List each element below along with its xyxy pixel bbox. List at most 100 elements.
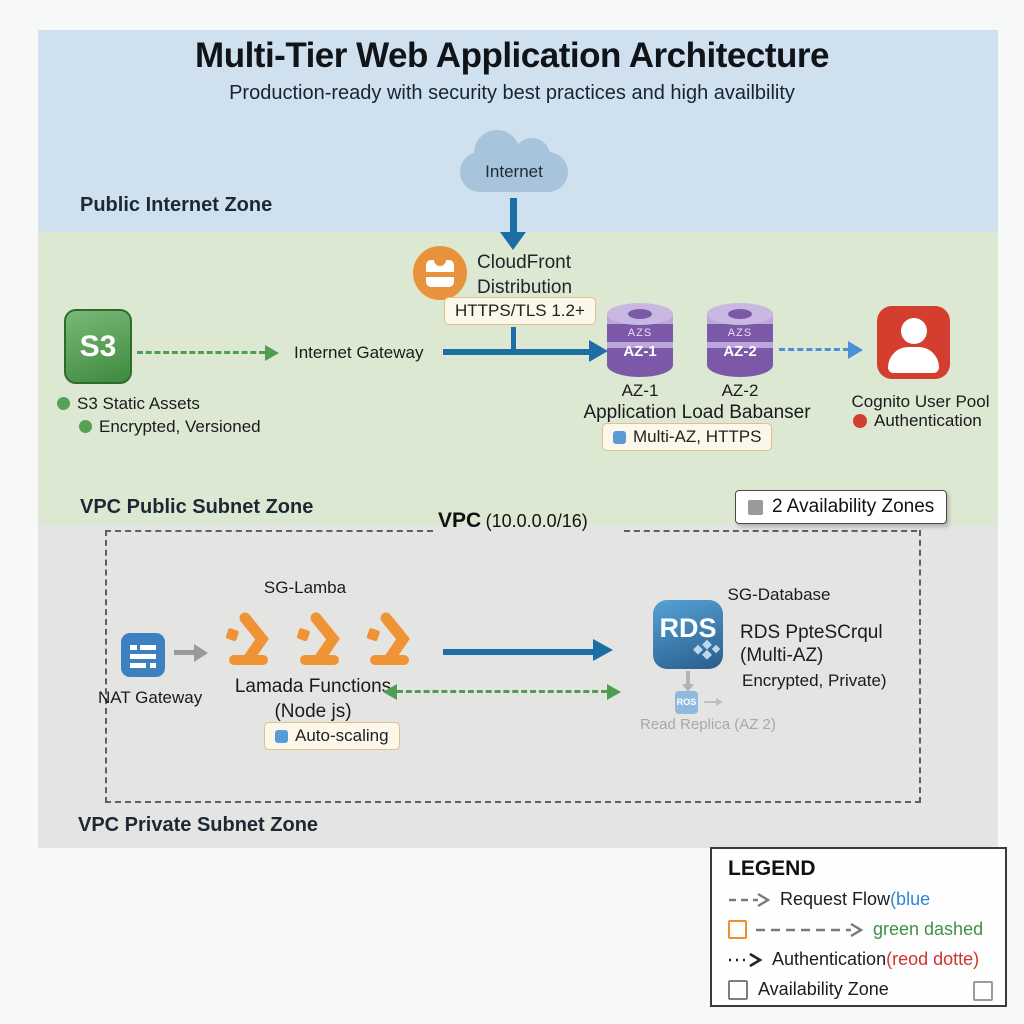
legend-row-request-flow: Request Flow (blue [728,889,930,910]
arrow-lambda-to-rds [443,649,593,655]
arrowhead-blue-dashed-icon [848,341,863,359]
zone-label-public-internet: Public Internet Zone [80,194,273,216]
legend-row-authentication: Authentication (reod dotte) [728,949,979,970]
vpc-box-top-right-segment [624,530,917,532]
arrow-rds-lambda-return [397,690,607,693]
green-bullet-icon [57,397,70,410]
lambda-name-line2: (Node js) [274,701,352,722]
red-bullet-icon [853,414,867,428]
https-tls-badge-label: HTTPS/TLS 1.2+ [455,301,585,320]
vpc-label-cidr: (10.0.0.0/16) [485,511,588,531]
arrowhead-green-right-icon [607,684,621,700]
rds-icon: RDS [653,600,723,669]
rds-encrypted-label: Encrypted, Private) [742,671,887,690]
arrowhead-down-gray-icon [682,684,694,692]
rds-name-line2: (Multi-AZ) [740,645,824,666]
arrowhead-green-icon [265,345,279,361]
dashed-arrow-icon [729,892,771,907]
green-bullet-icon [79,420,92,433]
cognito-bullet: Authentication [874,411,982,430]
read-replica-label: Read Replica (AZ 2) [640,716,776,733]
vpc-label-bold: VPC [438,509,482,532]
arrowhead-right-icon [593,639,613,661]
gray-square-bullet-icon [748,499,763,515]
alb-name: Application Load Babanser [583,402,811,423]
az2-label: AZ-2 [721,381,759,400]
page-subtitle: Production-ready with security best prac… [229,82,795,104]
alb-az1-band-top: AZS [627,327,653,339]
read-replica-icon-label: ROS [676,697,697,707]
arrow-nat-to-lambda [174,650,194,655]
arrow-gateway-to-alb [443,349,589,355]
legend-request-flow-label: Request Flow [780,889,891,909]
lambda-icon [364,608,412,671]
availability-zones-badge: 2 Availability Zones [735,490,948,524]
multi-az-https-badge-label: Multi-AZ, HTTPS [633,427,762,446]
arrowhead-green-left-icon [383,684,397,700]
gray-square-icon [973,981,993,1001]
vpc-public-subnet-zone-band [38,232,998,525]
az1-label: AZ-1 [621,381,659,400]
arrowhead-tiny-gray-icon [716,698,723,706]
zone-label-vpc-private: VPC Private Subnet Zone [78,814,319,836]
legend-row-green-dashed: green dashed [728,919,983,940]
arrow-rds-to-replica [686,671,690,684]
cloudfront-label-line2: Distribution [477,277,573,298]
availability-zones-badge-label: 2 Availability Zones [772,496,935,517]
nat-gateway-label: NAT Gateway [98,688,203,707]
alb-az2-cylinder-icon: AZS AZ-2 [707,303,773,377]
https-tls-badge: HTTPS/TLS 1.2+ [444,297,596,325]
read-replica-icon: ROS [675,691,698,714]
legend-availability-zone-label: Availability Zone [758,979,889,999]
public-internet-zone-band [38,30,998,232]
blue-square-bullet-icon [275,729,288,743]
s3-bullet2: Encrypted, Versioned [99,417,261,436]
internet-label: Internet [485,162,543,181]
dotted-arrow-icon [729,952,763,967]
internet-gateway-label: Internet Gateway [294,343,424,362]
vpc-box-top-left-segment [105,530,433,532]
cognito-name: Cognito User Pool [851,392,990,411]
legend-green-dashed-label: green dashed [873,919,984,939]
orange-square-icon [728,920,747,939]
gray-square-icon [728,979,748,1000]
auto-scaling-badge-label: Auto-scaling [295,726,389,745]
rds-name-line1: RDS PpteSCrqul [740,622,883,643]
cloudfront-icon [413,246,467,300]
sg-database-label: SG-Database [727,585,831,604]
legend-title: LEGEND [728,857,816,880]
legend-row-availability-zone: Availability Zone [728,979,889,1000]
legend-authentication-label: Authentication [772,949,887,969]
internet-cloud-icon: Internet [458,124,570,196]
alb-az1-cylinder-icon: AZS AZ-1 [607,303,673,377]
alb-az2-band-top: AZS [727,327,753,339]
arrow-alb-to-cognito [779,348,849,351]
legend-box: LEGEND Request Flow (blue green dashed A… [710,847,1007,1007]
long-dashed-arrow-icon [756,922,864,937]
cognito-icon [877,306,950,379]
vpc-private-subnet-zone-band [38,525,998,848]
zone-label-vpc-public: VPC Public Subnet Zone [80,496,314,518]
page-title: Multi-Tier Web Application Architecture [195,36,829,75]
alb-az1-band-label: AZ-1 [623,343,657,360]
s3-bullet1: S3 Static Assets [77,394,200,413]
person-body-icon [888,347,939,373]
legend-authentication-color: (reod dotte) [886,949,980,969]
sg-lambda-label: SG-Lamba [263,578,347,597]
rds-icon-label: RDS [659,613,717,643]
multi-az-https-badge: Multi-AZ, HTTPS [602,423,773,451]
arrowhead-down-icon [500,232,526,250]
arrowhead-right-icon [589,340,608,362]
arrow-internet-to-cloudfront [510,198,517,234]
vpc-boundary-box [105,530,921,803]
replica-dash-line [704,701,716,703]
lambda-icon [294,608,342,671]
arrowhead-gray-icon [194,644,208,662]
blue-square-bullet-icon [613,430,626,444]
person-head-icon [901,318,927,344]
cloudfront-junction-line [511,327,516,351]
cloudfront-label-line1: CloudFront [477,252,571,273]
lambda-icon [223,608,271,671]
legend-request-flow-color: (blue [890,889,931,909]
